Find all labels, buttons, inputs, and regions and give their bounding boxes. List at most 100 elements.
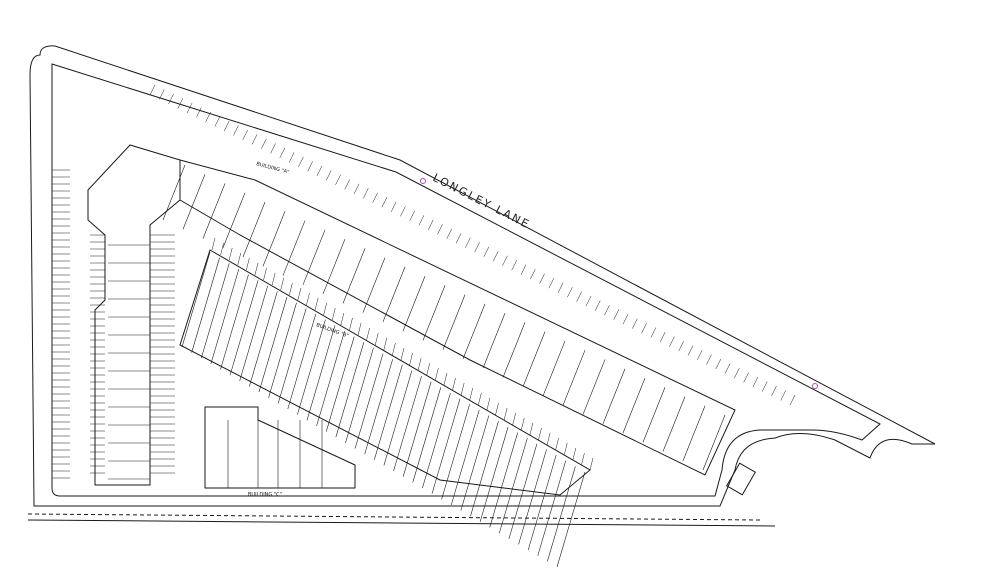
- parking-stall-line: [363, 188, 369, 199]
- inner-curb: [51, 63, 881, 497]
- parking-stall-line: [455, 233, 462, 244]
- parking-stall-line: [521, 417, 525, 431]
- dumpster-enclosure: [726, 462, 756, 496]
- parking-stall-line: [326, 170, 332, 181]
- parking-stall-line: [460, 382, 465, 396]
- parking-stall-line: [381, 197, 388, 208]
- parking-stall-line: [529, 422, 534, 436]
- unit-divider: [277, 308, 307, 404]
- unit-divider: [229, 280, 259, 376]
- parking-stall-line: [254, 262, 259, 276]
- building-a-west-wing: [87, 144, 181, 486]
- parking-stall-line: [734, 367, 740, 379]
- parking-stall-line: [298, 156, 304, 167]
- parking-stall-line: [316, 165, 323, 176]
- parking-stall-line: [149, 84, 156, 96]
- parking-stall-line: [400, 347, 405, 361]
- parking-stall-line: [465, 237, 471, 248]
- unit-divider: [383, 370, 413, 466]
- parking-stall-line: [780, 390, 786, 401]
- unit-divider: [527, 454, 557, 551]
- parking-stall-line: [495, 402, 499, 416]
- parking-stall-line: [520, 264, 527, 275]
- unit-divider: [462, 303, 486, 360]
- unit-divider: [547, 466, 576, 562]
- unit-divisions: [108, 164, 726, 568]
- unit-divider: [382, 266, 406, 322]
- unit-divider: [393, 376, 422, 472]
- parking-stall-line: [314, 297, 319, 311]
- parking-stall-line: [168, 93, 174, 105]
- parking-stall-line: [357, 322, 362, 336]
- parking-stall-line: [261, 138, 267, 150]
- parking-stall-line: [483, 246, 490, 257]
- unit-divider: [537, 460, 567, 556]
- parking-stall-line: [678, 340, 684, 352]
- parking-stall-line: [761, 381, 768, 392]
- unit-divider: [222, 192, 246, 248]
- building-a-label: BUILDING "A": [255, 161, 289, 176]
- parking-stall-line: [594, 300, 601, 311]
- parking-stall-line: [220, 242, 224, 256]
- parking-stall-line: [641, 323, 647, 334]
- unit-divider: [342, 248, 366, 304]
- parking-stall-line: [492, 251, 499, 262]
- parking-stall-line: [426, 362, 431, 376]
- unit-divider: [662, 396, 686, 452]
- parking-stall-line: [555, 437, 559, 451]
- marker-point: [420, 178, 426, 184]
- unit-divider: [202, 183, 226, 239]
- unit-divider: [442, 294, 466, 350]
- unit-divider: [210, 268, 240, 365]
- unit-divider: [335, 342, 365, 438]
- parking-stall-line: [452, 377, 456, 391]
- parking-stall-line: [632, 318, 638, 329]
- parking-stall-line: [237, 252, 242, 266]
- unit-divider: [297, 319, 326, 415]
- parking-stall-line: [512, 412, 516, 426]
- building-b: [179, 249, 591, 496]
- unit-divider: [499, 438, 528, 534]
- unit-divider: [200, 263, 230, 359]
- unit-divider: [282, 220, 306, 276]
- parking-stall-line: [271, 272, 276, 286]
- unit-divider: [422, 392, 451, 489]
- unit-divider: [556, 471, 586, 568]
- parking-stall-line: [306, 292, 310, 306]
- building-c: [204, 406, 356, 489]
- unit-divider: [239, 285, 268, 381]
- parking-stall-line: [585, 296, 592, 307]
- unit-divider: [345, 347, 374, 443]
- parking-stall-line: [511, 260, 517, 271]
- parking-stall-line: [196, 107, 202, 118]
- parking-stall-line: [323, 302, 327, 316]
- parking-stall-line: [242, 129, 248, 141]
- parking-stall-line: [280, 277, 284, 291]
- parking-stall-line: [548, 278, 555, 289]
- parking-stalls: [52, 84, 796, 479]
- unit-divider: [431, 398, 461, 494]
- parking-stall-line: [159, 89, 165, 100]
- unit-divider: [268, 302, 297, 398]
- unit-divider: [262, 211, 286, 267]
- parking-stall-line: [589, 457, 594, 471]
- unit-divider: [402, 275, 426, 332]
- parking-stall-line: [539, 273, 545, 284]
- site-boundary: [29, 45, 936, 507]
- unit-divider: [322, 238, 346, 295]
- parking-stall-line: [344, 179, 351, 190]
- unit-divider: [479, 426, 509, 522]
- unit-divider: [508, 443, 538, 539]
- parking-stall-line: [409, 210, 415, 221]
- unit-divider: [422, 285, 446, 341]
- unit-divider: [522, 331, 546, 387]
- parking-stall-line: [279, 147, 286, 159]
- unit-divider: [242, 201, 266, 258]
- parking-stall-line: [669, 336, 675, 347]
- unit-divider: [325, 336, 355, 432]
- parking-stall-line: [546, 432, 551, 446]
- unit-divider: [302, 229, 326, 285]
- unit-divider: [622, 377, 646, 434]
- unit-divider: [460, 415, 490, 511]
- parking-stall-line: [400, 206, 406, 217]
